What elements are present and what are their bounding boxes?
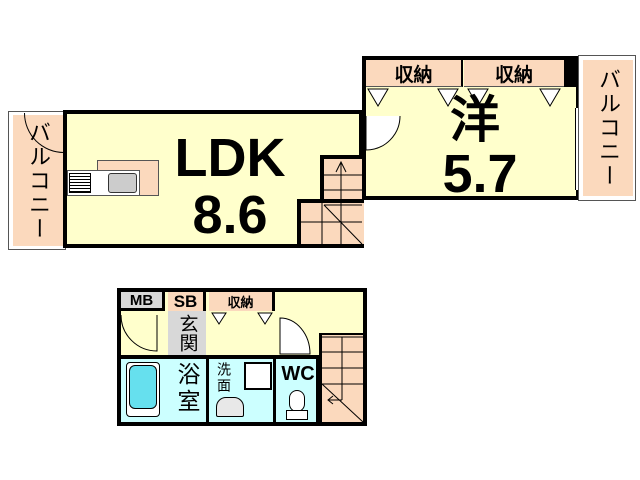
sb-label: SB	[168, 292, 206, 311]
stove-icon	[69, 173, 91, 193]
ldk-size: 8.6	[192, 185, 268, 245]
sink-icon	[108, 173, 137, 193]
bathtub-basin	[129, 365, 157, 409]
bathroom-label: 浴室	[174, 362, 200, 416]
washroom-label: 洗面	[216, 362, 232, 394]
western-room-size: 5.7	[442, 144, 518, 204]
washing-machine-icon	[244, 362, 272, 390]
western-room-label: 洋	[450, 92, 500, 148]
staircase-upper-lower	[297, 199, 364, 248]
closet-2: 収納	[464, 60, 564, 87]
wc-label: WC	[281, 362, 315, 385]
ldk-label: LDK	[174, 127, 286, 188]
pillar	[564, 60, 576, 87]
lower-closet: 収納	[209, 292, 275, 311]
entrance: 玄関	[168, 311, 206, 355]
balcony-right-label: バルコニー	[583, 60, 633, 196]
toilet-tank-icon	[286, 410, 308, 420]
closet-1: 収納	[366, 60, 463, 87]
washbasin-icon	[216, 397, 244, 417]
staircase-lower	[319, 333, 363, 422]
mb-label: MB	[121, 292, 165, 311]
